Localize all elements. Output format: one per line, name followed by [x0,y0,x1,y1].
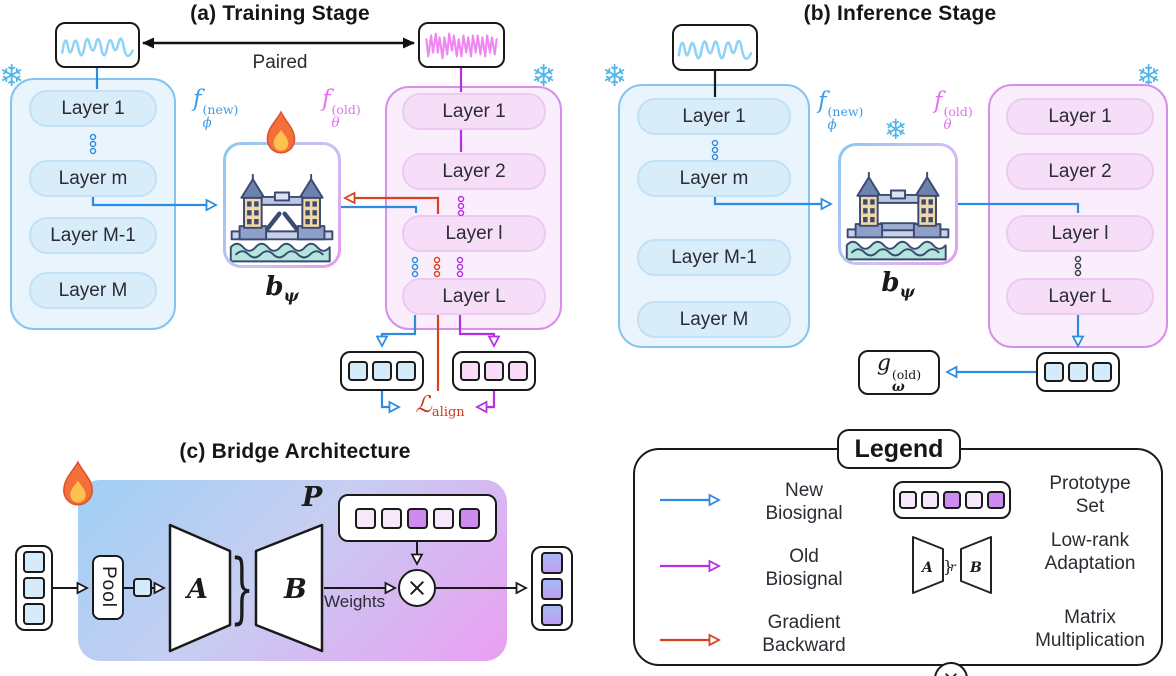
token-square [508,361,528,381]
paired-label: Paired [252,52,308,73]
prototype-square [965,491,983,509]
f-new-label: f(new)ϕ [818,88,864,133]
token-square [372,361,392,381]
brace-glyph: } [230,543,254,633]
prototype-square [407,507,428,529]
snowflake-icon: ❄ [602,59,628,94]
matrix-b-trapezoid: B [254,523,324,653]
bridge-icon [223,142,341,268]
token-square [23,551,45,573]
svg-text:r: r [950,560,957,574]
prototype-square [943,491,961,509]
legend-label-low-rank-adaptation: Low-rank Adaptation [1044,530,1136,574]
layer-box: Layer l [402,215,546,252]
layer-box: Layer M-1 [637,239,791,276]
panel-c-title: (c) Bridge Architecture [179,440,411,463]
f-new-label: f(new)ϕ [193,86,239,131]
prototype-square [433,507,454,529]
layer-box: Layer M [29,272,157,309]
prototype-square [459,507,480,529]
layer-box: Layer L [1006,278,1154,315]
token-square [484,361,504,381]
matrix-multiplication-icon [398,569,436,607]
token-square [396,361,416,381]
prototype-square [381,507,402,529]
g-old-label: g(old)ω [876,350,922,395]
bridge-label: bψ [881,268,915,301]
layer-box: Layer m [637,160,791,197]
output-token-box [531,546,573,631]
old-head-box: g(old)ω [858,350,940,395]
prototype-square [921,491,939,509]
pool-box: Pool [92,555,124,620]
panel-b-title: (b) Inference Stage [803,2,997,25]
bridge-label: bψ [265,272,299,305]
token-square [1044,362,1064,382]
old-token-box [452,351,536,391]
layer-box: Layer M-1 [29,217,157,254]
old-biosignal-waveform-icon [418,22,505,68]
f-old-label: f(old)θ [934,88,973,133]
token-square [541,551,563,574]
fire-icon [262,110,300,161]
token-square [1068,362,1088,382]
svg-text:B: B [283,574,307,605]
layer-box: Layer 1 [1006,98,1154,135]
layer-box: Layer 2 [402,153,546,190]
new-biosignal-waveform-icon [55,22,140,68]
layer-box: Layer 1 [29,90,157,127]
low-rank-adaptation-icon: A } r B [912,536,992,594]
svg-text:B: B [969,560,982,576]
matrix-multiplication-icon [934,662,968,676]
legend-label-old-biosignal: Old Biosignal [765,546,843,590]
new-biosignal-waveform-icon [672,24,758,71]
legend-label-new-biosignal: New Biosignal [765,480,843,524]
svg-text:A: A [920,560,933,576]
prototype-square [987,491,1005,509]
new-token-box [1036,352,1120,392]
prototype-set-icon [893,481,1011,519]
token-square [1092,362,1112,382]
input-token-box [15,545,53,631]
snowflake-icon: ❄ [884,113,908,146]
svg-text:A: A [184,574,208,605]
legend-label-gradient-backward: Gradient Backward [762,612,846,656]
prototype-set-box [338,494,497,542]
token-square [348,361,368,381]
layer-box: Layer L [402,278,546,315]
bridge-icon [838,143,958,265]
new-token-box [340,351,424,391]
brace-glyph: } [943,557,953,576]
layer-box: Layer m [29,160,157,197]
layer-box: Layer 2 [1006,153,1154,190]
matrix-a-trapezoid: A [168,523,232,653]
layer-box: Layer 1 [402,93,546,130]
legend-label-matrix-multiplication: Matrix Multiplication [1035,607,1145,651]
layer-box: Layer M [637,301,791,338]
weights-label: Weights [324,592,386,611]
prototype-square [899,491,917,509]
layer-box: Layer 1 [637,98,791,135]
token-square [460,361,480,381]
alignment-loss-label: ℒalign [415,392,465,420]
token-square [541,577,563,600]
panel-a-title: (a) Training Stage [190,2,370,25]
layer-box: Layer l [1006,215,1154,252]
f-old-label: f(old)θ [322,86,361,131]
legend-label-prototype-set: Prototype Set [1049,473,1131,517]
fire-icon [58,460,98,513]
pooled-token-square [133,578,152,597]
token-square [23,603,45,625]
prototype-label: P [302,482,323,513]
token-square [541,603,563,626]
token-square [23,577,45,599]
legend-title: Legend [837,429,961,469]
pool-label: Pool [98,566,119,609]
prototype-square [355,507,376,529]
